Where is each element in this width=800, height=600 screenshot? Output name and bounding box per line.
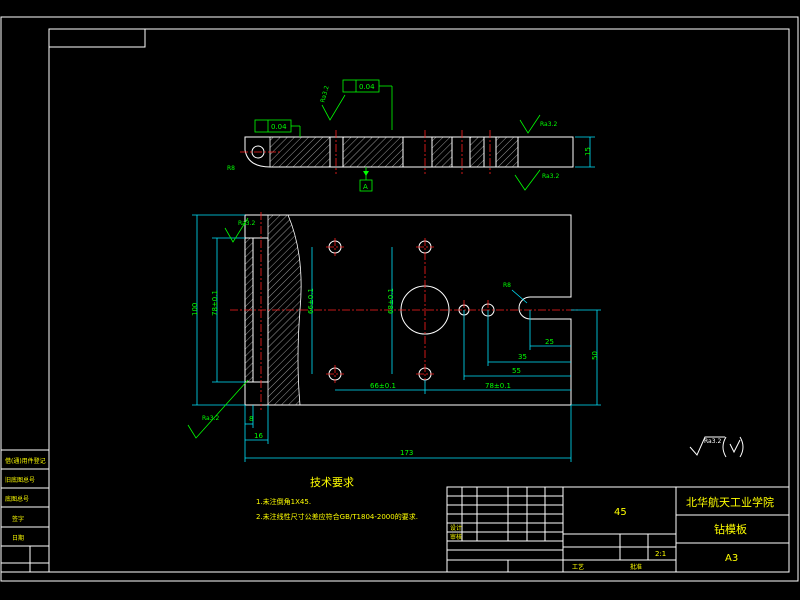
roughness-plan-1: Ra3.2 bbox=[238, 220, 255, 227]
side-strip-label-5: 日期 bbox=[12, 534, 24, 542]
section-view: 15 0.04 0.04 A Ra3.2 Ra3.2 Ra3.2 R8 bbox=[227, 79, 595, 192]
side-strip-label-4: 签字 bbox=[12, 515, 24, 523]
dim-hole-66: 66±0.1 bbox=[370, 382, 396, 390]
side-strip: 借(通)用件登记 旧底图总号 底图总号 签字 日期 bbox=[0, 449, 50, 573]
school-name: 北华航天工业学院 bbox=[686, 495, 774, 509]
dim-height-68: 68±0.1 bbox=[387, 288, 395, 314]
outer-frame bbox=[0, 16, 799, 582]
sheet-size: A3 bbox=[725, 553, 738, 564]
radius-label-slot: R8 bbox=[503, 282, 511, 289]
roughness-top-2: Ra3.2 bbox=[540, 121, 557, 128]
inner-frame bbox=[48, 28, 790, 573]
part-name: 钻模板 bbox=[714, 522, 747, 536]
side-strip-label-2: 旧底图总号 bbox=[5, 476, 35, 484]
code-box bbox=[48, 28, 146, 48]
side-strip-label-3: 底图总号 bbox=[5, 495, 29, 503]
dim-hole-78: 78±0.1 bbox=[485, 382, 511, 390]
dim-hole-55: 55 bbox=[512, 367, 521, 375]
flatness-value-1: 0.04 bbox=[271, 123, 287, 131]
dim-slot-25: 25 bbox=[545, 338, 554, 346]
dim-thickness: 15 bbox=[584, 147, 592, 156]
tb-approve: 批准 bbox=[630, 563, 642, 571]
general-roughness-value: Ra3.2 bbox=[704, 438, 721, 445]
flatness-value-2: 0.04 bbox=[359, 83, 375, 91]
tb-design: 设计 bbox=[450, 524, 462, 532]
roughness-plan-2: Ra3.2 bbox=[202, 415, 219, 422]
dim-hole-35: 35 bbox=[518, 353, 527, 361]
tb-process: 工艺 bbox=[572, 563, 584, 571]
drawing-scale: 2:1 bbox=[655, 550, 666, 558]
dim-length-173: 173 bbox=[400, 449, 413, 457]
datum-label: A bbox=[363, 183, 368, 191]
plan-view: 100 78±0.1 66±0.1 68±0.1 50 25 35 55 78±… bbox=[187, 212, 601, 462]
tech-heading: 技术要求 bbox=[310, 476, 354, 489]
dim-height-100: 100 bbox=[191, 303, 199, 316]
dim-step-16: 16 bbox=[254, 432, 263, 440]
tech-item-2: 2.未注线性尺寸公差应符合GB/T1804-2000的要求. bbox=[256, 512, 418, 521]
material-label: 45 bbox=[614, 507, 627, 518]
tech-item-1: 1.未注倒角1X45. bbox=[256, 497, 311, 506]
dim-offset-50: 50 bbox=[591, 351, 599, 360]
dim-step-8: 8 bbox=[249, 415, 253, 423]
radius-label-top: R8 bbox=[227, 165, 235, 172]
tb-check: 审核 bbox=[450, 533, 462, 541]
side-strip-label-1: 借(通)用件登记 bbox=[5, 457, 46, 465]
roughness-top-1: Ra3.2 bbox=[319, 85, 330, 104]
title-block: 45 北华航天工业学院 钻模板 A3 2:1 设计 审核 工艺 批准 bbox=[446, 486, 790, 573]
roughness-top-3: Ra3.2 bbox=[542, 173, 559, 180]
general-roughness: Ra3.2 bbox=[689, 436, 744, 458]
dim-height-66: 66±0.1 bbox=[307, 288, 315, 314]
dim-height-78: 78±0.1 bbox=[211, 290, 219, 316]
